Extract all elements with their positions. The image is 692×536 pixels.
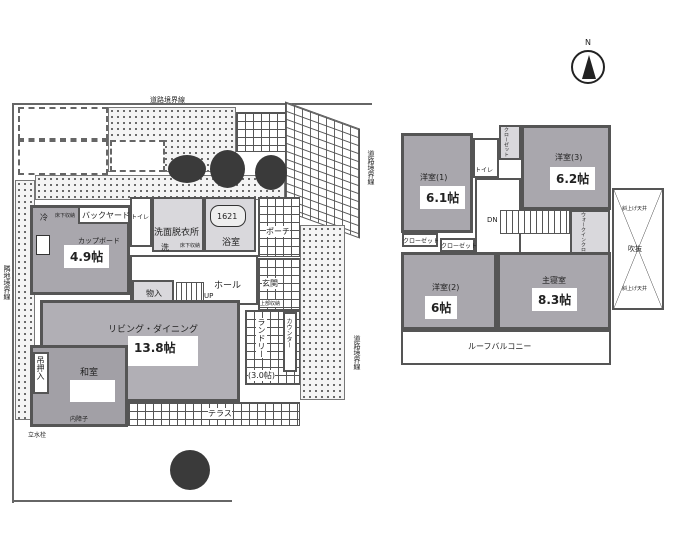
parking-3 (110, 140, 165, 172)
stairs-2f (500, 210, 570, 234)
master-size: 8.3帖 (532, 288, 578, 311)
tree (170, 450, 210, 490)
closet-top (499, 125, 521, 160)
toilet-2f (473, 138, 499, 178)
bath-model-label: 1621 (217, 212, 238, 221)
room-2-size: 6帖 (425, 296, 458, 319)
closet-b (440, 238, 475, 252)
stove-icon (36, 235, 50, 255)
room-3 (521, 125, 611, 210)
shoji-label: 内障子 (70, 416, 89, 423)
toilet (130, 197, 152, 247)
entrance-label: 玄関 (262, 278, 278, 289)
stairs-down-label: DN (487, 216, 498, 224)
backyard-label: バックヤード (82, 211, 130, 220)
room-1 (401, 133, 473, 233)
ceiling-bottom-label: 斜上げ天井 (622, 286, 648, 292)
closet-a (402, 233, 438, 247)
tree (168, 155, 206, 183)
north-label: N (585, 38, 591, 47)
washroom-label: 洗面脱衣所 (154, 228, 200, 238)
walk-in-closet-label: ウォークインクローゼット (580, 212, 586, 272)
counter-label: カウンター (285, 318, 292, 348)
room-2-label: 洋室(2) (432, 283, 460, 292)
parking-1 (18, 107, 108, 140)
closet-a-label: クローゼット (403, 238, 440, 245)
refrigerator-label: 冷 (40, 213, 48, 222)
room-1-size: 6.1帖 (420, 186, 466, 209)
laundry-size-label: (3.0帖) (248, 370, 275, 381)
faucet-label: 立水栓 (28, 432, 47, 439)
hanging-closet (33, 352, 49, 394)
kitchen-size: 4.9帖 (64, 245, 110, 268)
living-dining-label: リビング・ダイニング (108, 325, 199, 335)
cupboard-label: カップボード (78, 237, 120, 245)
toilet-label: トイレ (131, 214, 150, 221)
porch-label: ポーチ (266, 226, 290, 237)
roof-balcony (401, 330, 611, 365)
ceiling-top-label: 斜上げ天井 (622, 206, 648, 212)
room-1-label: 洋室(1) (420, 173, 448, 182)
garden-right (300, 225, 345, 400)
lot-bottom-line (12, 500, 232, 502)
walk-in-closet (570, 210, 610, 255)
garden-middle (35, 175, 285, 200)
tree (255, 155, 287, 190)
bathtub (210, 205, 246, 227)
master-label: 主寝室 (542, 276, 566, 285)
hall-label: ホール (214, 281, 242, 291)
closet-b-label: クローゼット (441, 243, 478, 250)
stairs-up-label: UP (204, 292, 214, 300)
boundary-right-bottom-label: 道路境界線 (352, 335, 362, 370)
living-size: 13.8帖 (128, 336, 198, 366)
atrium-label: 吹抜 (628, 245, 642, 253)
japanese-room-blank (70, 380, 115, 402)
lot-outline (12, 103, 372, 503)
boundary-top-label: 道路境界線 (150, 96, 185, 104)
upper-storage-label: 上部収納 (260, 300, 281, 307)
japanese-room-label: 和室 (80, 368, 99, 378)
backyard (78, 206, 130, 224)
laundry-label: ランドリー (256, 318, 267, 358)
room-3-size: 6.2帖 (550, 167, 596, 190)
closet-top-label: クローゼット (503, 127, 509, 157)
boundary-left-label: 隣地境界線 (3, 265, 11, 300)
washer-label: 洗 (161, 243, 169, 252)
room-3-label: 洋室(3) (555, 153, 583, 162)
hanging-closet-label: 吊押入 (36, 356, 45, 380)
room-2 (401, 252, 497, 330)
toilet-2f-label: トイレ (475, 167, 494, 174)
atrium (612, 188, 664, 310)
balcony-label: ルーフバルコニー (468, 342, 532, 351)
washroom (152, 197, 204, 252)
north-compass-icon (571, 50, 605, 84)
terrace-label: テラス (208, 408, 232, 419)
storage-label: 物入 (146, 289, 162, 298)
underfloor-storage-2-label: 床下収納 (180, 243, 201, 249)
parking-2 (18, 140, 108, 175)
underfloor-storage-label: 床下収納 (55, 213, 76, 219)
counter (283, 312, 297, 372)
boundary-right-top-label: 道路境界線 (366, 150, 376, 185)
tree (210, 150, 245, 188)
bath-label: 浴室 (222, 238, 241, 248)
